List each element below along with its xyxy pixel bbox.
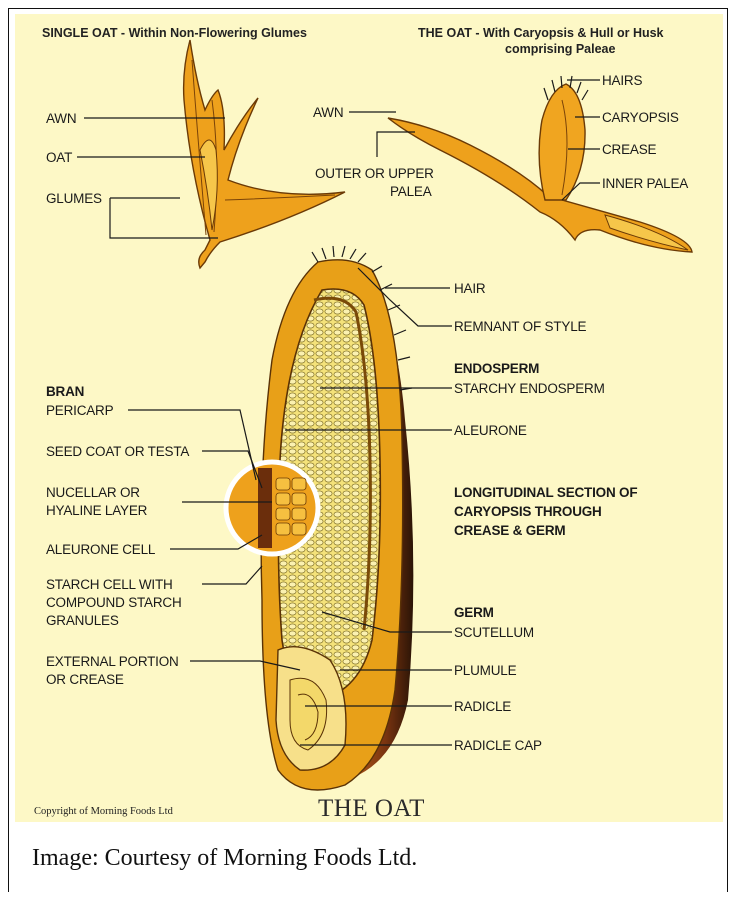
label-hair: HAIR (454, 281, 486, 296)
label-awn-left: AWN (46, 111, 76, 126)
label-bran: BRAN (46, 384, 84, 399)
label-plumule: PLUMULE (454, 663, 517, 678)
label-inner-palea: INNER PALEA (602, 176, 688, 191)
label-caryopsis: CARYOPSIS (602, 110, 679, 125)
header-right-line2: comprising Paleae (505, 42, 616, 56)
label-nucellar-2: HYALINE LAYER (46, 503, 148, 518)
caryopsis-section (226, 246, 413, 790)
label-remnant-of-style: REMNANT OF STYLE (454, 319, 587, 334)
label-starch-cell-1: STARCH CELL WITH (46, 577, 173, 592)
label-aleurone: ALEURONE (454, 423, 527, 438)
label-scutellum: SCUTELLUM (454, 625, 534, 640)
label-starch-cell-2: COMPOUND STARCH (46, 595, 182, 610)
header-left: SINGLE OAT - Within Non-Flowering Glumes (42, 26, 307, 40)
label-glumes: GLUMES (46, 191, 102, 206)
label-outer-palea-1: OUTER OR UPPER (315, 166, 434, 181)
single-oat-illustration (184, 40, 345, 268)
label-oat: OAT (46, 150, 72, 165)
image-caption: Image: Courtesy of Morning Foods Ltd. (32, 845, 417, 872)
label-external-1: EXTERNAL PORTION (46, 654, 179, 669)
label-crease: CREASE (602, 142, 657, 157)
copyright-text: Copyright of Morning Foods Ltd (34, 806, 174, 817)
label-long-section-1: LONGITUDINAL SECTION OF (454, 485, 637, 500)
header-right-line1: THE OAT - With Caryopsis & Hull or Husk (418, 26, 664, 40)
label-nucellar-1: NUCELLAR OR (46, 485, 140, 500)
label-aleurone-cell: ALEURONE CELL (46, 542, 156, 557)
label-hairs: HAIRS (602, 73, 642, 88)
label-awn-right: AWN (313, 105, 343, 120)
oat-with-caryopsis-illustration (388, 76, 692, 252)
label-long-section-3: CREASE & GERM (454, 523, 565, 538)
label-radicle: RADICLE (454, 699, 511, 714)
label-endosperm: ENDOSPERM (454, 361, 539, 376)
label-external-2: OR CREASE (46, 672, 124, 687)
label-long-section-2: CARYOPSIS THROUGH (454, 504, 602, 519)
label-seed-coat: SEED COAT OR TESTA (46, 444, 189, 459)
label-starchy-endosperm: STARCHY ENDOSPERM (454, 381, 605, 396)
label-outer-palea-2: PALEA (390, 184, 432, 199)
label-radicle-cap: RADICLE CAP (454, 738, 542, 753)
label-starch-cell-3: GRANULES (46, 613, 119, 628)
label-germ: GERM (454, 605, 494, 620)
diagram-title: THE OAT (318, 795, 425, 822)
label-pericarp: PERICARP (46, 403, 114, 418)
